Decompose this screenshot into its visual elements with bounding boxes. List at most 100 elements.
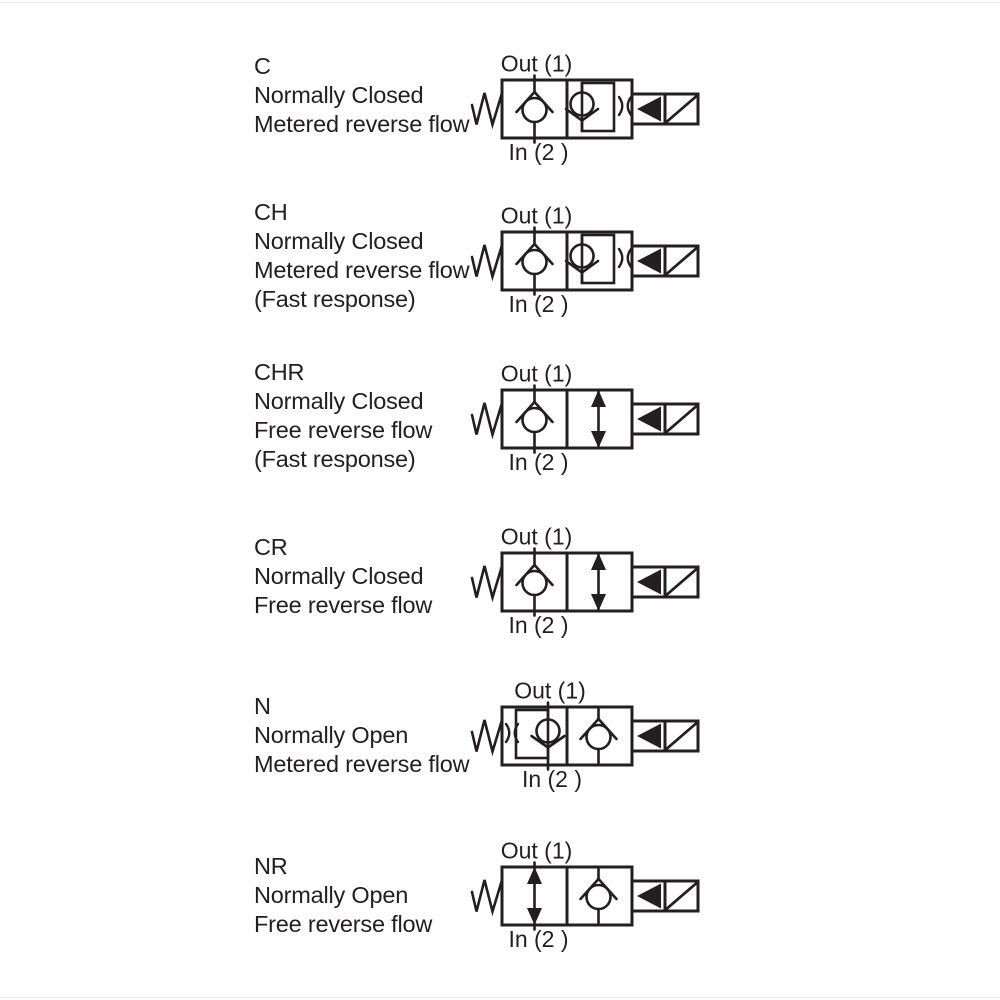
check-ball-circle (521, 96, 548, 124)
spring-icon (470, 91, 504, 130)
free-flow-double-arrow (591, 553, 606, 611)
solenoid-icon (630, 402, 700, 436)
valve-description-line: Normally Open (254, 882, 409, 908)
solenoid-arrow-triangle (637, 406, 661, 432)
valve-description-line: Normally Closed (254, 563, 424, 589)
solenoid-icon (630, 719, 700, 753)
valve-description-line: Normally Closed (254, 228, 424, 254)
spring-icon (470, 718, 504, 757)
valve-code: NR (254, 853, 288, 879)
valve-symbol-CHR: Out (1) In (2 ) (470, 361, 700, 475)
arrow-head-down (527, 908, 542, 925)
solenoid-slash-line (665, 95, 698, 123)
orifice-arc-right (626, 95, 633, 117)
valve-symbol-C: Out (1) In (2 ) (470, 51, 700, 165)
valve-description-line: Free reverse flow (254, 592, 433, 618)
solenoid-icon (630, 92, 700, 126)
solenoid-arrow-triangle (637, 723, 661, 749)
orifice-arc-left (617, 95, 624, 117)
check-valve-symbol (515, 384, 554, 454)
arrow-head-down (591, 431, 606, 448)
solenoid-arrow-triangle (637, 569, 661, 595)
port-out-label: Out (1) (501, 361, 573, 387)
check-ball-circle (521, 569, 548, 597)
pilot-enclosure-box (580, 81, 616, 133)
spring-icon (470, 243, 504, 282)
check-ball-circle (585, 883, 612, 911)
solenoid-icon (630, 879, 700, 913)
valve-symbol-CR: Out (1) In (2 ) (470, 524, 700, 638)
port-in-label: In (2 ) (508, 139, 568, 165)
check-valve-symbol (515, 226, 554, 296)
arrow-head-up (527, 867, 542, 884)
check-ball-circle (569, 91, 595, 117)
port-in-label: In (2 ) (508, 926, 568, 952)
port-in-label: In (2 ) (522, 766, 582, 792)
port-out-label: Out (1) (501, 524, 573, 550)
free-flow-double-arrow (591, 390, 606, 448)
valve-description-line: Free reverse flow (254, 911, 433, 937)
bottom-border-line (0, 997, 1000, 998)
port-in-label: In (2 ) (508, 449, 568, 475)
valve-description-line: Normally Closed (254, 82, 424, 108)
solenoid-icon (630, 565, 700, 599)
port-out-label: Out (1) (501, 838, 573, 864)
spring-icon (470, 878, 504, 917)
valve-code: N (254, 693, 271, 719)
check-valve-symbol (515, 74, 554, 144)
solenoid-arrow-triangle (637, 96, 661, 122)
valve-description-line: Normally Open (254, 722, 409, 748)
valve-description-line: Normally Closed (254, 388, 424, 414)
check-ball-circle (569, 243, 595, 269)
orifice-arc-left (504, 722, 511, 744)
valve-symbol-NR: Out (1) In (2 ) (470, 838, 700, 952)
port-out-label: Out (1) (514, 678, 586, 704)
check-valve-symbol (579, 705, 618, 767)
check-ball-circle (585, 723, 612, 751)
arrow-head-down (591, 594, 606, 611)
orifice-arc-right (513, 722, 520, 744)
spring-icon (470, 401, 504, 440)
check-valve-symbol (515, 547, 554, 617)
valve-description-line: Metered reverse flow (254, 257, 470, 283)
valve-code: C (254, 53, 271, 79)
solenoid-slash-line (665, 568, 698, 596)
arrow-head-up (591, 390, 606, 407)
orifice-arc-left (617, 247, 624, 269)
valve-symbol-N: Out (1) In (2 ) (470, 678, 700, 792)
metered-check-valve-symbol (504, 701, 566, 771)
valve-code: CHR (254, 359, 305, 385)
valve-description-line: (Fast response) (254, 286, 416, 312)
arrow-head-up (591, 553, 606, 570)
top-border-line (0, 2, 1000, 3)
solenoid-arrow-triangle (637, 883, 661, 909)
metered-check-valve-symbol (564, 233, 633, 285)
pilot-enclosure-box (580, 233, 616, 285)
solenoid-slash-line (665, 882, 698, 910)
check-valve-symbol (579, 865, 618, 927)
free-flow-double-arrow (527, 861, 542, 931)
valve-code: CH (254, 199, 288, 225)
solenoid-slash-line (665, 247, 698, 275)
check-ball-circle (521, 248, 548, 276)
spring-icon (470, 564, 504, 603)
orifice-arc-right (626, 247, 633, 269)
port-in-label: In (2 ) (508, 612, 568, 638)
valve-description-line: Free reverse flow (254, 417, 433, 443)
valve-description-line: (Fast response) (254, 446, 416, 472)
solenoid-arrow-triangle (637, 248, 661, 274)
metered-check-valve-symbol (564, 81, 633, 133)
valve-description-line: Metered reverse flow (254, 751, 470, 777)
port-out-label: Out (1) (501, 51, 573, 77)
solenoid-slash-line (665, 405, 698, 433)
valve-description-line: Metered reverse flow (254, 111, 470, 137)
check-ball-circle (521, 406, 548, 434)
valve-symbol-CH: Out (1)In (2 ) (470, 203, 700, 317)
